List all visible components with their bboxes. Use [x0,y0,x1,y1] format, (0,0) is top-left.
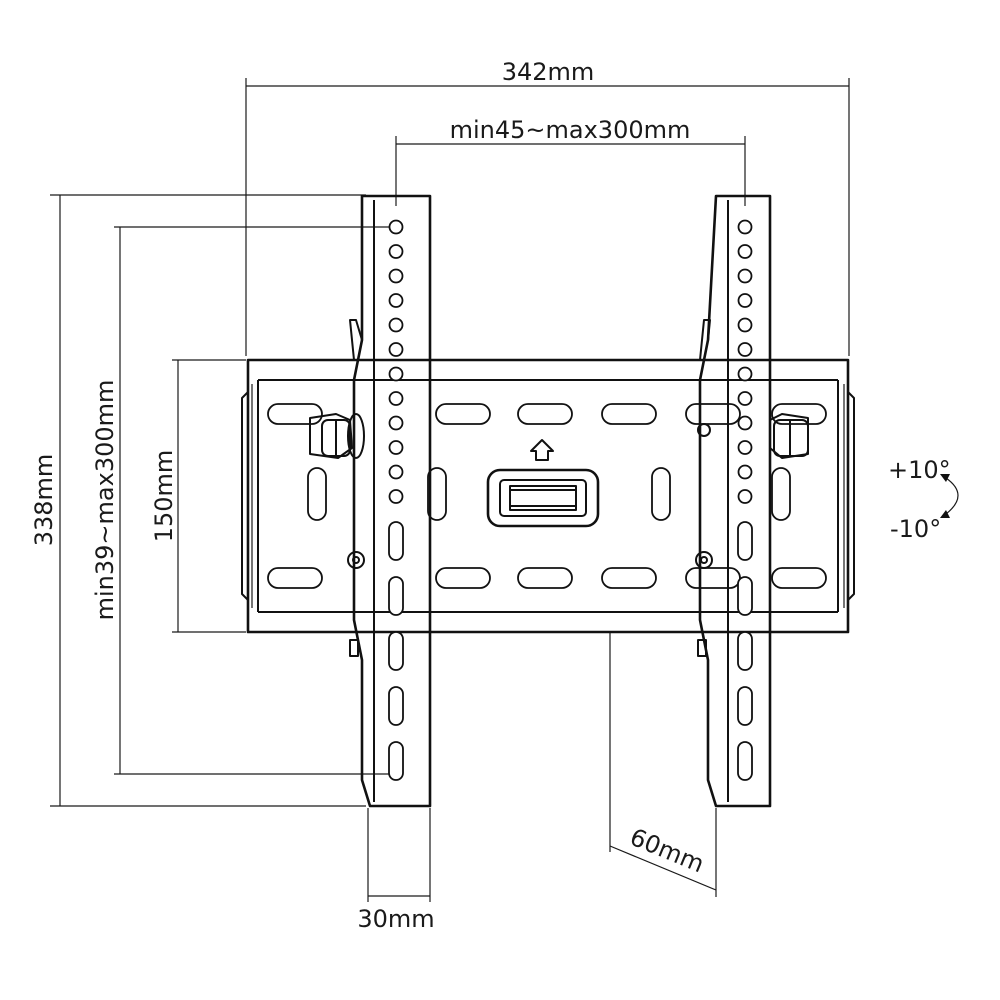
arm-hole [388,268,404,284]
plate-slot-horizontal [435,403,491,425]
label-vesa-vertical: min39~max300mm [91,380,119,621]
label-plate-height: 150mm [150,450,178,543]
arm-hole [388,415,404,431]
arm-slot [737,686,753,726]
curved-tilt-arrow-icon [940,474,959,518]
tilt-indicator: +10° -10° [888,456,959,543]
arm-hole [388,440,404,455]
arm-hole [737,342,753,357]
arm-slot [388,576,404,616]
right-tilt-knob [769,413,809,459]
plate-slot-group [267,403,827,589]
label-tilt-up: +10° [888,456,951,484]
label-tilt-down: -10° [890,515,941,543]
arm-hole [388,489,404,504]
plate-slot-horizontal [267,567,323,589]
arm-slot [388,741,404,781]
plate-slot-horizontal [601,403,657,425]
dimension-labels: 342mm min45~max300mm 338mm min39~max300m… [30,58,708,933]
wall-plate [241,358,855,634]
plate-slot-vertical [771,467,791,521]
right-arm-holes [737,219,753,781]
plate-slot-horizontal [771,567,827,589]
arm-hole [737,366,753,382]
right-arm [698,194,772,808]
arm-hole [737,415,753,431]
arm-hole [388,317,404,333]
arm-hole [388,293,404,308]
arm-hole [737,464,753,480]
label-arm-width: 30mm [357,905,434,933]
plate-slot-vertical [651,467,671,521]
plate-slot-horizontal [685,567,741,589]
arm-hole [737,391,753,406]
up-arrow-icon [530,439,554,461]
arm-hole [737,489,753,504]
arm-hole [737,244,753,259]
arm-slot [388,686,404,726]
left-tilt-knob [309,413,365,459]
center-lock [486,468,600,528]
label-overall-width: 342mm [502,58,595,86]
label-vesa-horizontal: min45~max300mm [450,116,691,144]
arm-slot [737,521,753,561]
plate-slot-horizontal [517,403,573,425]
plate-slot-horizontal [435,567,491,589]
arm-hole [737,440,753,455]
plate-slot-vertical [307,467,327,521]
arm-hole [737,317,753,333]
left-arm-holes [388,219,404,781]
label-overall-height: 338mm [30,454,58,547]
arm-slot [388,521,404,561]
arm-hole [737,219,753,235]
arm-slot [388,631,404,671]
left-arm [349,194,432,808]
arm-slot [737,576,753,616]
arm-hole [388,464,404,480]
arm-hole [388,342,404,357]
plate-slot-horizontal [267,403,323,425]
arm-slot [737,631,753,671]
arm-screws [347,423,713,657]
dimension-lines [50,78,850,902]
plate-slot-horizontal [601,567,657,589]
arm-hole [737,293,753,308]
arm-hole [388,366,404,382]
plate-slot-horizontal [685,403,741,425]
arm-hole [388,244,404,259]
plate-slot-horizontal [517,567,573,589]
arm-slot [737,741,753,781]
arm-hole [388,391,404,406]
arm-hole [737,268,753,284]
arm-hole [388,219,404,235]
plate-slot-vertical [427,467,447,521]
